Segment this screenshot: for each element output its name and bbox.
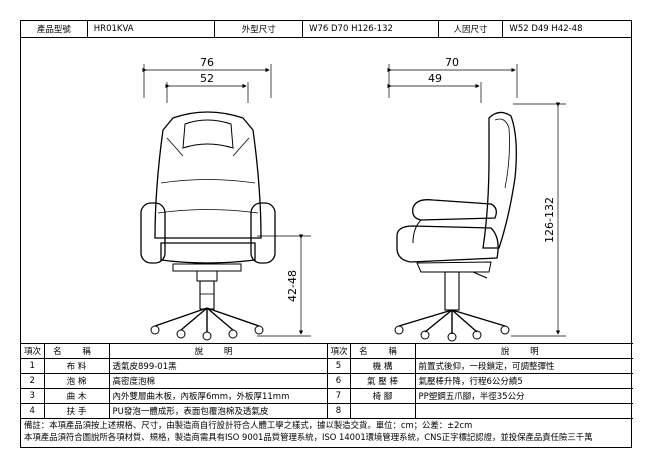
table-row: 3 曲 木 內外雙層曲木板，內板厚6mm，外板厚11mm 7 椅 腳 PP塑鋼五… [21,388,633,404]
row-name [349,403,416,419]
note-line-1: 備註：本項產品須按上述規格、尺寸，由製造商自行設計符合人體工學之樣式，據以製造交… [24,420,473,430]
col-name: 名 稱 [349,343,416,359]
row-desc: 氣壓棒升降，行程6公分績5 [414,373,633,389]
backrest-front [154,111,262,239]
star-base-side [398,309,506,334]
row-index: 3 [21,388,45,404]
backrest-side [482,111,517,249]
table-row: 1 布 料 透氣皮899-01黑 5 機 構 前置式後仰，一段鎖定，可調整彈性 [21,358,633,374]
row-index: 7 [326,388,351,404]
row-index: 4 [21,403,45,419]
row-name: 泡 棉 [43,373,110,389]
model-label: 產品型號 [21,21,88,37]
table-header-row: 項次 名 稱 說 明 項次 名 稱 說 明 [21,343,633,359]
gas-lift-side [444,271,460,311]
star-base-front [154,307,260,332]
gas-lift-front [199,280,215,310]
row-desc: 透氣皮899-01黑 [108,358,328,374]
col-desc: 說 明 [414,343,633,359]
seat-height: 42-48 [286,270,299,302]
row-desc: PU發泡一體成形，表面包覆泡棉及透氣皮 [108,403,328,419]
front-view: 76 52 [140,56,311,341]
chair-drawing: 76 52 [140,56,566,342]
row-name: 機 構 [349,358,416,374]
side-view: 70 49 [387,56,566,342]
chair-drawing-area: 76 52 [21,38,631,359]
row-index: 2 [21,373,45,389]
seat-side [396,225,499,263]
outer-size-value: W76 D70 H126-132 [303,21,439,37]
notes: 備註：本項產品須按上述規格、尺寸，由製造商自行設計符合人體工學之樣式，據以製造交… [21,420,631,444]
ergonomic-size-label: 人因尺寸 [439,21,504,37]
row-desc: 內外雙層曲木板，內板厚6mm，外板厚11mm [108,388,328,404]
side-depth-outer: 70 [445,56,459,69]
front-width-inner: 52 [200,72,214,85]
row-name: 布 料 [43,358,110,374]
header-row: 產品型號 HR01KVA 外型尺寸 W76 D70 H126-132 人因尺寸 … [21,21,631,38]
armrest-side [412,199,497,221]
table-row: 4 扶 手 PU發泡一體成形，表面包覆泡棉及透氣皮 8 [21,403,633,419]
front-width-outer: 76 [200,56,214,69]
row-desc: 前置式後仰，一段鎖定，可調整彈性 [414,358,633,374]
col-desc: 說 明 [108,343,328,359]
note-line-2: 本項產品須符合圖說所各項材質、規格，製造商需具有ISO 9001品質管理系統，I… [24,432,593,442]
table-row: 2 泡 棉 高密度泡棉 6 氣 壓 棒 氣壓棒升降，行程6公分績5 [21,373,633,389]
col-index: 項次 [21,343,45,359]
row-name: 椅 腳 [349,388,416,404]
outer-size-label: 外型尺寸 [215,21,304,37]
right-armrest [250,202,276,264]
row-desc: PP塑鋼五爪腳，半徑35公分 [414,388,633,404]
row-name: 氣 壓 棒 [349,373,416,389]
row-name: 曲 木 [43,388,110,404]
total-height: 126-132 [543,197,556,243]
col-name: 名 稱 [43,343,110,359]
row-desc [414,403,633,419]
col-index: 項次 [326,343,351,359]
ergonomic-size-value: W52 D49 H42-48 [509,24,583,34]
row-name: 扶 手 [43,403,110,419]
row-index: 5 [326,358,351,374]
row-index: 8 [326,403,351,419]
left-armrest [140,202,166,264]
seat-front [160,242,256,264]
spec-sheet: 產品型號 HR01KVA 外型尺寸 W76 D70 H126-132 人因尺寸 … [20,20,633,448]
row-desc: 高密度泡棉 [108,373,328,389]
row-index: 6 [326,373,351,389]
row-index: 1 [21,358,45,374]
spec-table: 項次 名 稱 說 明 項次 名 稱 說 明 1 布 料 透氣皮899-01黑 5… [21,343,633,419]
side-depth-inner: 49 [428,72,442,85]
model-value: HR01KVA [88,21,216,37]
